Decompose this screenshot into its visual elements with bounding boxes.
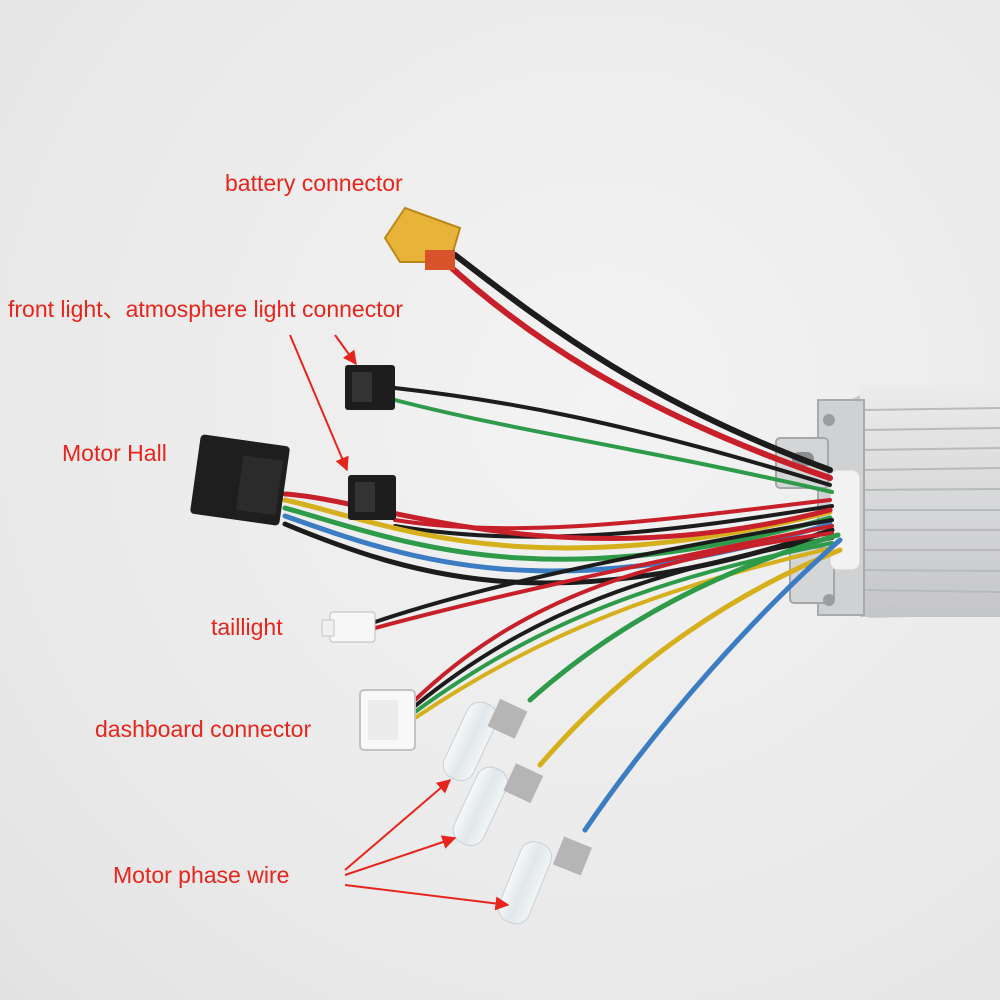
phase-terminal-green: [442, 698, 528, 782]
battery-connector: [383, 206, 462, 270]
taillight-label: taillight: [211, 614, 283, 640]
dashboard-connector: [359, 689, 416, 751]
battery-connector-label: battery connector: [225, 170, 403, 196]
atmosphere-light-connector: [348, 475, 396, 520]
front-light-connector-label: front light、atmosphere light connector: [8, 296, 404, 322]
front-light-connector: [345, 365, 395, 410]
phase-terminal-yellow: [452, 763, 544, 847]
dashboard-connector-label: dashboard connector: [95, 716, 312, 742]
motor-hall-connector: [190, 434, 290, 526]
annotation-arrows: [289, 334, 510, 911]
wire-harness: [282, 252, 843, 833]
taillight-connector: [321, 611, 376, 643]
motor-phase-wire-label: Motor phase wire: [113, 862, 290, 888]
controller-box: [775, 385, 1000, 618]
motor-hall-label: Motor Hall: [62, 440, 167, 466]
phase-terminal-blue: [497, 836, 592, 925]
